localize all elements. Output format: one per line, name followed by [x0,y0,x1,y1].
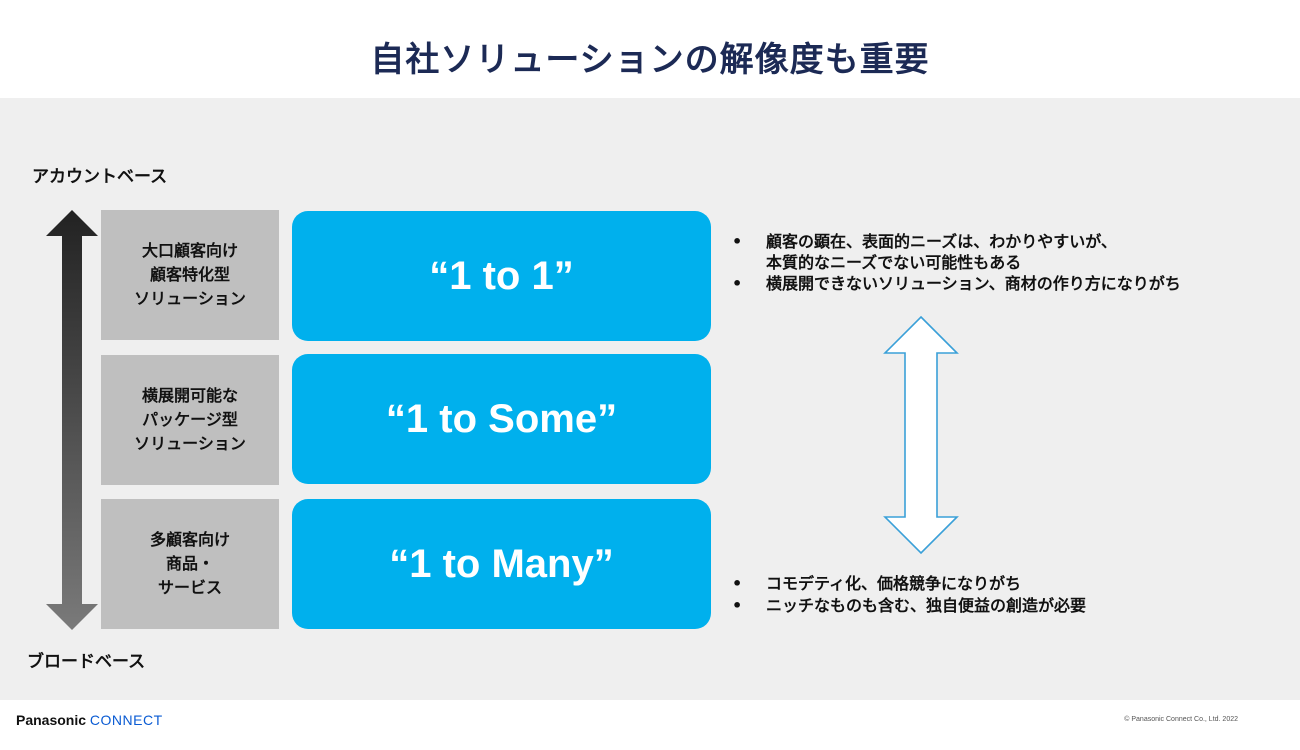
tier-category-line: ソリューション [134,434,246,453]
note-item: 顧客の顕在、表面的ニーズは、わかりやすいが、 本質的なニーズでない可能性もある [728,231,1181,273]
slide-title: 自社ソリューションの解像度も重要 [370,40,930,80]
note-line: 横展開できないソリューション、商材の作り方になりがち [766,274,1181,293]
note-line: ニッチなものも含む、独自便益の創造が必要 [766,596,1087,615]
tier-category-line: 大口顧客向け [141,241,238,260]
notes-bottom-list: コモデティ化、価格競争になりがち ニッチなものも含む、独自便益の創造が必要 [728,573,1086,617]
tier-category-line: 商品・ [165,554,214,573]
tier-category-line: パッケージ型 [142,410,238,429]
tier-category-3: 多顧客向け 商品・ サービス [101,499,279,629]
double-outline-arrow-icon [883,315,959,555]
logo-text-panasonic: Panasonic [16,712,87,728]
tier-category-2: 横展開可能な パッケージ型 ソリューション [101,355,279,485]
logo-text-connect: CONNECT [89,712,163,728]
note-item: 横展開できないソリューション、商材の作り方になりがち [728,273,1181,294]
tier-category-1: 大口顧客向け 顧客特化型 ソリューション [101,210,279,340]
note-item: コモデティ化、価格競争になりがち [728,573,1086,594]
panasonic-connect-logo: Panasonic CONNECT [16,712,163,728]
axis-label-account-based: アカウントベース [32,167,168,187]
model-box-1-to-some: “1 to Some” [292,354,711,484]
copyright-text: © Panasonic Connect Co., Ltd. 2022 [1124,716,1238,723]
model-box-1-to-many: “1 to Many” [292,499,711,629]
notes-top-list: 顧客の顕在、表面的ニーズは、わかりやすいが、 本質的なニーズでない可能性もある … [728,231,1181,294]
tier-category-line: 多顧客向け [149,530,230,549]
tier-category-line: サービス [157,578,222,597]
tier-category-line: 顧客特化型 [149,265,230,284]
tier-category-line: 横展開可能な [141,386,238,405]
model-box-1-to-1: “1 to 1” [292,211,711,341]
note-item: ニッチなものも含む、独自便益の創造が必要 [728,595,1086,616]
vertical-gradient-arrow-icon [46,210,98,630]
note-line: コモデティ化、価格競争になりがち [766,574,1022,593]
note-line: 顧客の顕在、表面的ニーズは、わかりやすいが、 [766,232,1117,251]
tier-category-line: ソリューション [134,289,246,308]
axis-label-broad-based: ブロードベース [27,652,146,672]
note-line: 本質的なニーズでない可能性もある [766,253,1022,272]
